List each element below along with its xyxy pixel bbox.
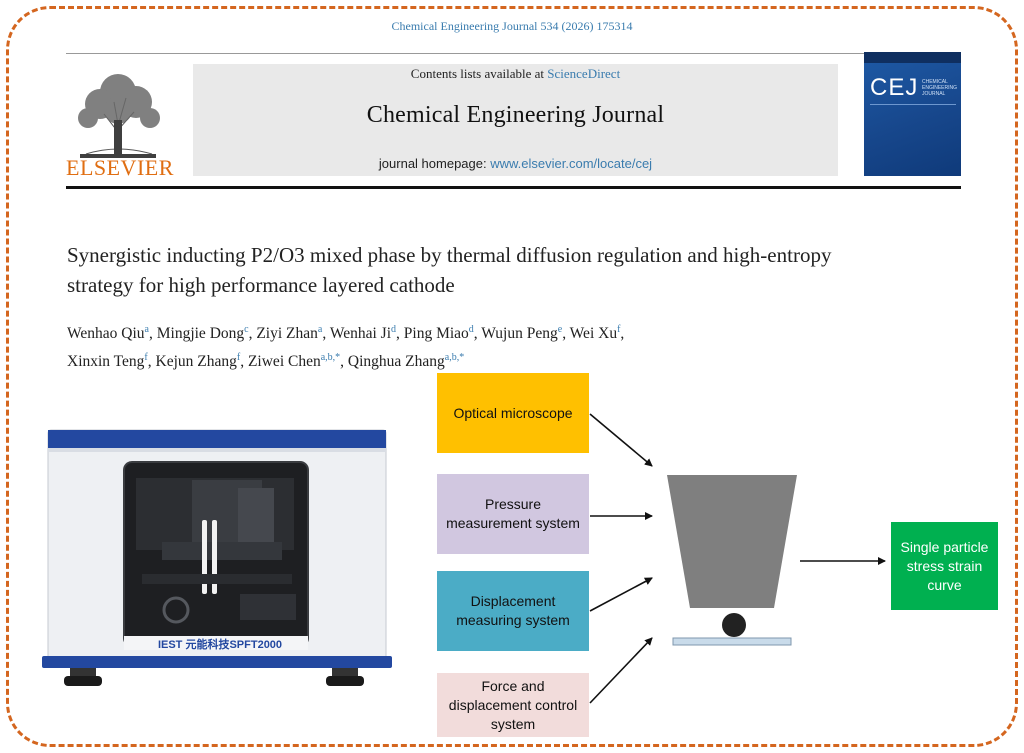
homepage-link[interactable]: www.elsevier.com/locate/cej (490, 156, 653, 171)
author-name[interactable]: Kejun Zhang (155, 353, 237, 370)
author-affiliation[interactable]: a,b,* (444, 352, 465, 363)
author-separator: , (322, 325, 330, 342)
author-affiliation[interactable]: f (236, 352, 241, 363)
author-name[interactable]: Wujun Peng (481, 325, 558, 342)
dashed-frame (6, 6, 1018, 747)
author-affiliation[interactable]: d (468, 324, 474, 335)
author-affiliation[interactable]: c (244, 324, 249, 335)
author-separator: , (147, 353, 156, 370)
author-separator: , (620, 325, 625, 342)
sciencedirect-link[interactable]: ScienceDirect (547, 66, 621, 81)
author-separator: , (340, 353, 348, 370)
author-separator: , (562, 325, 570, 342)
stress-strain-output-box: Single particle stress strain curve (891, 522, 998, 610)
author-affiliation[interactable]: f (617, 324, 621, 335)
author-affiliation[interactable]: a,b,* (320, 352, 341, 363)
author-name[interactable]: Ziyi Zhan (256, 325, 318, 342)
author-name[interactable]: Mingjie Dong (156, 325, 245, 342)
journal-banner: Contents lists available at ScienceDirec… (193, 64, 838, 176)
author-affiliation[interactable]: e (557, 324, 563, 335)
author-name[interactable]: Qinghua Zhang (347, 353, 445, 370)
author-separator: , (248, 325, 257, 342)
spft2000-instrument (42, 429, 392, 686)
author-list: Wenhao Qiua, Mingjie Dongc, Ziyi Zhana, … (67, 318, 867, 374)
author-name[interactable]: Wenhai Ji (329, 325, 392, 342)
header-thick-rule (66, 186, 961, 189)
author-affiliation[interactable]: a (144, 324, 149, 335)
author-name[interactable]: Wei Xu (569, 325, 618, 342)
article-title: Synergistic inducting P2/O3 mixed phase … (67, 243, 832, 297)
cover-abbreviation: CEJ (870, 74, 919, 101)
author-affiliation[interactable]: a (317, 324, 323, 335)
author-name[interactable]: Ping Miao (403, 325, 469, 342)
elsevier-tree-logo (66, 62, 170, 180)
homepage-prefix: journal homepage: (378, 156, 491, 171)
author-name[interactable]: Ziwei Chen (247, 353, 321, 370)
author-separator: , (473, 325, 482, 342)
author-name[interactable]: Wenhao Qiu (67, 325, 145, 342)
pressure-measurement-box: Pressure measurement system (437, 474, 589, 554)
author-separator: , (396, 325, 404, 342)
cover-subtitle: CHEMICAL ENGINEERING JOURNAL (922, 79, 958, 97)
author-separator: , (240, 353, 248, 370)
author-name[interactable]: Xinxin Teng (67, 353, 145, 370)
journal-title: Chemical Engineering Journal (366, 102, 665, 128)
cover-top-band (864, 52, 961, 63)
displacement-measuring-box: Displacement measuring system (437, 571, 589, 651)
author-affiliation[interactable]: f (144, 352, 148, 363)
journal-cover[interactable]: CEJ CHEMICAL ENGINEERING JOURNAL (864, 52, 961, 176)
instrument-label: IEST 元能科技SPFT2000 (157, 639, 283, 651)
force-control-box: Force and displacement control system (437, 673, 589, 737)
elsevier-wordmark: ELSEVIER (66, 155, 174, 180)
header-rule (66, 53, 961, 54)
author-separator: , (148, 325, 157, 342)
contents-prefix: Contents lists available at (410, 66, 548, 81)
homepage-line: journal homepage: www.elsevier.com/locat… (193, 156, 838, 171)
journal-citation[interactable]: Chemical Engineering Journal 534 (2026) … (391, 19, 633, 33)
optical-microscope-box: Optical microscope (437, 373, 589, 453)
contents-line: Contents lists available at ScienceDirec… (193, 66, 838, 82)
cover-divider (870, 104, 956, 105)
author-affiliation[interactable]: d (391, 324, 397, 335)
